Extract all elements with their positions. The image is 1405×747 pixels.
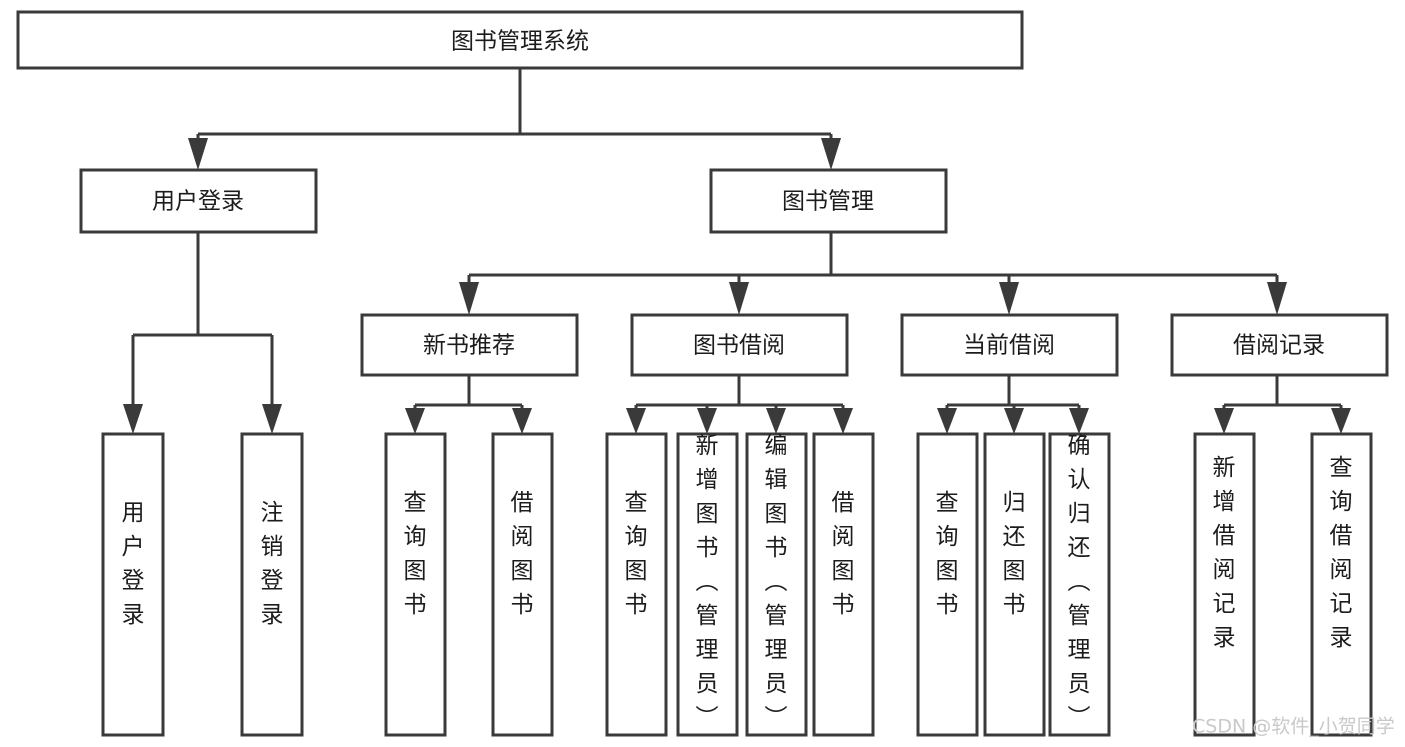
leaf-node-borrow-add[interactable]: 新增图书︵管理员︶ <box>676 432 739 737</box>
leaf-node-borrow-edit-label: 编辑图书︵管理员︶ <box>765 433 788 731</box>
leaf-node-borrow-add-box <box>676 432 739 737</box>
connectors-borrow-to-leaves <box>626 375 853 434</box>
leaf-node-record-add-label: 新增借阅记录 <box>1213 455 1236 651</box>
node-root-box <box>16 10 1024 70</box>
node-book-borrow[interactable]: 图书借阅 <box>630 313 849 377</box>
node-new-book-recommend-box <box>360 313 579 377</box>
leaf-node-logout-box <box>240 432 304 737</box>
arrow-to-leaf-current-0 <box>937 408 957 434</box>
leaf-node-current-return-label: 归还图书 <box>1003 490 1026 618</box>
node-book-management-box <box>709 168 948 234</box>
node-new-book-recommend[interactable]: 新书推荐 <box>360 313 579 377</box>
arrow-to-leaf-record-0 <box>1214 408 1234 434</box>
arrow-to-leaf-newbook-1 <box>512 408 532 434</box>
arrow-to-leaf-newbook-0 <box>405 408 425 434</box>
leaf-node-newbook-borrow-label: 借阅图书 <box>511 490 534 618</box>
leaf-node-logout[interactable]: 注销登录 <box>240 432 304 737</box>
leaf-node-user-login-label: 用户登录 <box>122 500 145 628</box>
arrow-to-leaf-login-0 <box>123 404 143 434</box>
arrow-to-leaf-borrow-3 <box>833 408 853 434</box>
leaf-node-current-query-label: 查询图书 <box>936 490 959 618</box>
leaf-node-newbook-query-label: 查询图书 <box>404 490 427 618</box>
connectors-current-to-leaves <box>937 375 1089 434</box>
leaf-node-borrow-book[interactable]: 借阅图书 <box>812 432 875 737</box>
leaf-node-record-add-box <box>1193 432 1256 737</box>
arrow-to-leaf-current-2 <box>1069 408 1089 434</box>
arrow-to-book-management <box>821 138 841 170</box>
node-user-login-box <box>79 168 318 234</box>
leaf-node-current-confirm-box <box>1048 432 1111 737</box>
leaf-node-current-query[interactable]: 查询图书 <box>916 432 979 737</box>
leaf-node-borrow-query[interactable]: 查询图书 <box>605 432 668 737</box>
leaf-node-record-add[interactable]: 新增借阅记录 <box>1193 432 1256 737</box>
leaf-node-newbook-borrow[interactable]: 借阅图书 <box>491 432 554 737</box>
node-borrow-record[interactable]: 借阅记录 <box>1170 313 1389 377</box>
arrow-to-leaf-record-1 <box>1331 408 1351 434</box>
connectors-management-to-level3 <box>459 232 1287 315</box>
leaf-node-current-confirm-label: 确认归还︵管理员︶ <box>1068 433 1091 731</box>
connectors-newbook-to-leaves <box>405 375 532 434</box>
arrow-to-new-book-recommend <box>459 282 479 315</box>
node-borrow-record-box <box>1170 313 1389 377</box>
arrow-to-leaf-borrow-2 <box>766 408 786 434</box>
leaf-node-record-query[interactable]: 查询借阅记录 <box>1310 432 1373 737</box>
node-borrow-record-label: 借阅记录 <box>1233 333 1325 359</box>
leaf-node-borrow-query-box <box>605 432 668 737</box>
node-current-borrow-label: 当前借阅 <box>963 333 1055 359</box>
node-root-label: 图书管理系统 <box>451 29 589 55</box>
node-current-borrow-box <box>900 313 1119 377</box>
leaf-node-newbook-query-box <box>384 432 447 737</box>
node-new-book-recommend-label: 新书推荐 <box>423 333 515 359</box>
leaf-node-current-query-box <box>916 432 979 737</box>
node-root-system[interactable]: 图书管理系统 <box>16 10 1024 70</box>
arrow-to-borrow-record <box>1267 282 1287 315</box>
node-user-login[interactable]: 用户登录 <box>79 168 318 234</box>
leaf-node-borrow-add-label: 新增图书︵管理员︶ <box>696 433 719 731</box>
watermark-label: CSDN @软件_小贺同学 <box>1192 716 1395 738</box>
connectors-record-to-leaves <box>1214 375 1351 434</box>
arrow-to-leaf-current-1 <box>1004 408 1024 434</box>
node-user-login-label: 用户登录 <box>152 189 244 215</box>
leaf-node-newbook-query[interactable]: 查询图书 <box>384 432 447 737</box>
leaf-node-borrow-query-label: 查询图书 <box>625 490 648 618</box>
connectors-login-to-leaves <box>123 232 282 434</box>
node-current-borrow[interactable]: 当前借阅 <box>900 313 1119 377</box>
leaf-node-borrow-book-label: 借阅图书 <box>832 490 855 618</box>
arrow-to-book-borrow <box>729 282 749 315</box>
arrow-to-current-borrow <box>999 282 1019 315</box>
leaf-node-record-query-label: 查询借阅记录 <box>1330 455 1353 651</box>
arrow-to-leaf-login-1 <box>262 404 282 434</box>
connectors-root-to-level2 <box>188 68 841 170</box>
leaf-node-logout-label: 注销登录 <box>261 500 284 628</box>
arrow-to-user-login <box>188 138 208 170</box>
leaf-node-borrow-edit[interactable]: 编辑图书︵管理员︶ <box>745 432 808 737</box>
leaf-node-current-confirm[interactable]: 确认归还︵管理员︶ <box>1048 432 1111 737</box>
leaf-node-borrow-book-box <box>812 432 875 737</box>
arrow-to-leaf-borrow-1 <box>697 408 717 434</box>
leaf-node-newbook-borrow-box <box>491 432 554 737</box>
node-book-borrow-box <box>630 313 849 377</box>
node-book-borrow-label: 图书借阅 <box>693 333 785 359</box>
node-book-management[interactable]: 图书管理 <box>709 168 948 234</box>
arrow-to-leaf-borrow-0 <box>626 408 646 434</box>
leaf-node-current-return[interactable]: 归还图书 <box>983 432 1046 737</box>
leaf-node-current-return-box <box>983 432 1046 737</box>
leaf-node-record-query-box <box>1310 432 1373 737</box>
leaf-node-user-login-box <box>101 432 165 737</box>
leaf-node-user-login[interactable]: 用户登录 <box>101 432 165 737</box>
leaf-node-borrow-edit-box <box>745 432 808 737</box>
node-book-management-label: 图书管理 <box>782 189 874 215</box>
